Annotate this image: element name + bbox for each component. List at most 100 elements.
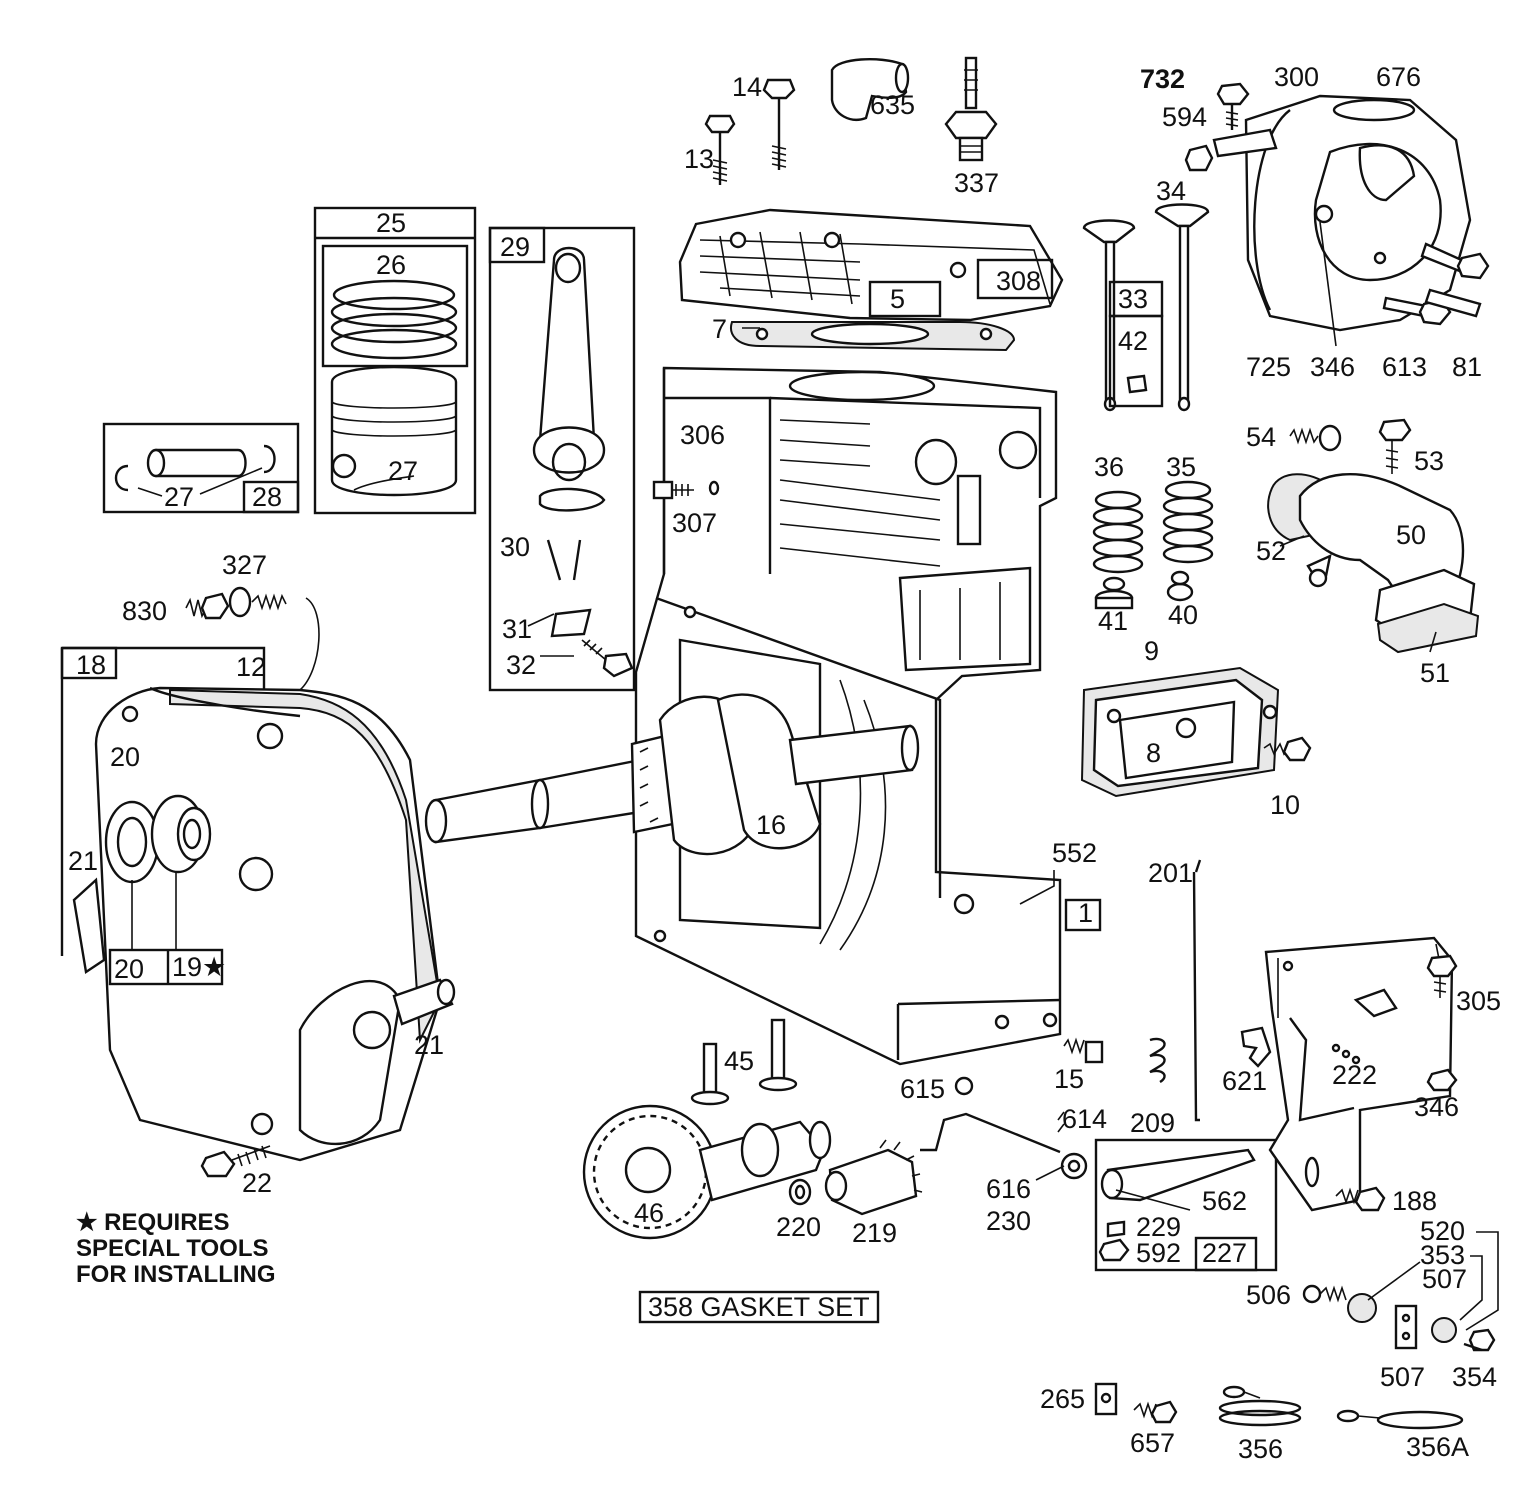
part-label-19: 19★	[172, 952, 226, 982]
part-label-52: 52	[1256, 536, 1286, 566]
part-label-356: 356	[1238, 1434, 1283, 1464]
part-label-18: 18	[76, 650, 106, 680]
part-label-8: 8	[1146, 738, 1161, 768]
ground-wire-356A	[1336, 1409, 1464, 1430]
part-label-30: 30	[500, 532, 530, 562]
part-label-31: 31	[502, 614, 532, 644]
part-label-21-left: 21	[68, 846, 98, 876]
governor-crank-616	[920, 1076, 1065, 1154]
spark-plug-337	[944, 56, 998, 162]
part-label-520: 520	[1420, 1216, 1465, 1246]
blower-bracket-594-732	[1184, 82, 1278, 172]
governor-gear-219	[824, 1139, 923, 1216]
part-label-7: 7	[712, 314, 727, 344]
part-label-327: 327	[222, 550, 267, 580]
part-label-222: 222	[1332, 1060, 1377, 1090]
spring-retainer-40	[1166, 570, 1194, 602]
tappets-45	[690, 1018, 798, 1106]
breather-cover-8	[1092, 678, 1278, 788]
part-label-219: 219	[852, 1218, 897, 1248]
oil-seal-20	[104, 800, 160, 884]
special-tools-note: ★ REQUIRES SPECIAL TOOLS FOR INSTALLING	[76, 1209, 276, 1288]
part-label-42: 42	[1118, 326, 1148, 356]
nut-354	[1431, 1317, 1496, 1352]
part-label-32: 32	[506, 650, 536, 680]
bracket-screw-305	[1426, 954, 1458, 998]
part-label-615: 615	[900, 1074, 945, 1104]
part-label-22: 22	[242, 1168, 272, 1198]
blower-studs-613-81	[1382, 242, 1490, 326]
part-label-621: 621	[1222, 1066, 1267, 1096]
part-label-306: 306	[680, 420, 725, 450]
part-label-337: 337	[954, 168, 999, 198]
part-label-346-top: 346	[1310, 352, 1355, 382]
note-requires: ★ REQUIRES	[76, 1209, 230, 1236]
part-label-676: 676	[1376, 62, 1421, 92]
part-label-10: 10	[1270, 790, 1300, 820]
part-label-353: 353	[1420, 1240, 1465, 1270]
governor-link-201	[1192, 859, 1202, 1122]
gasket-set-label: 358 GASKET SET	[648, 1292, 870, 1322]
piston-rings-26	[330, 279, 458, 360]
valve-box-33-42	[1108, 280, 1164, 408]
part-label-830: 830	[122, 596, 167, 626]
breather-fitting-307	[652, 480, 720, 500]
screw-506	[1302, 1284, 1377, 1323]
part-label-300: 300	[1274, 62, 1319, 92]
part-label-16: 16	[756, 810, 786, 840]
part-label-209: 209	[1130, 1108, 1175, 1138]
part-label-25: 25	[376, 208, 406, 238]
part-label-34: 34	[1156, 176, 1186, 206]
part-label-45: 45	[724, 1046, 754, 1076]
part-label-201: 201	[1148, 858, 1193, 888]
part-label-305: 305	[1456, 986, 1501, 1016]
part-label-51: 51	[1420, 658, 1450, 688]
washer-230	[1060, 1152, 1088, 1180]
part-label-29: 29	[500, 232, 530, 262]
ground-wire-356	[1218, 1385, 1302, 1427]
breather-screw-10	[1263, 736, 1312, 762]
part-label-35: 35	[1166, 452, 1196, 482]
clip-507	[1394, 1304, 1418, 1350]
cylinder-head-5	[678, 208, 1064, 322]
crankshaft-16	[424, 693, 920, 856]
gear-cover-box-18	[60, 646, 266, 956]
part-labels: 732 300 676 594 34 14 635 13 337 25 26 2…	[68, 62, 1501, 1464]
clip-265	[1094, 1382, 1118, 1416]
camshaft-gear-46	[582, 1104, 832, 1240]
bracket-screw-346	[1426, 1068, 1458, 1092]
part-label-354: 354	[1452, 1362, 1497, 1392]
part-label-54: 54	[1246, 422, 1276, 452]
gear-cover-18	[94, 686, 456, 1162]
part-label-36: 36	[1094, 452, 1124, 482]
exhaust-valve-34	[1154, 203, 1210, 412]
part-label-15: 15	[1054, 1064, 1084, 1094]
screw-657	[1133, 1400, 1178, 1424]
valve-spring-35	[1162, 480, 1214, 564]
part-label-50: 50	[1396, 520, 1426, 550]
part-label-552: 552	[1052, 838, 1097, 868]
clip-621	[1240, 1026, 1272, 1068]
spark-plug-boot-635	[830, 58, 910, 121]
part-label-725: 725	[1246, 352, 1291, 382]
part-label-507-top: 507	[1422, 1264, 1467, 1294]
part-label-307: 307	[672, 508, 717, 538]
label-box-20-19	[108, 872, 224, 986]
elbow-screw-54	[1289, 424, 1342, 452]
part-label-188: 188	[1392, 1186, 1437, 1216]
part-label-613: 613	[1382, 352, 1427, 382]
bracket-lines-520-353	[1367, 1231, 1499, 1331]
part-label-14: 14	[732, 72, 762, 102]
part-label-592: 592	[1136, 1238, 1181, 1268]
drain-plug-15	[1063, 1037, 1104, 1064]
intake-elbow-50	[1267, 473, 1480, 654]
part-label-41: 41	[1098, 606, 1128, 636]
part-label-506: 506	[1246, 1280, 1291, 1310]
dipstick-tube-21	[72, 877, 106, 975]
spring-retainer-41	[1094, 576, 1134, 610]
part-label-20-bottom: 20	[114, 954, 144, 984]
part-label-356A: 356A	[1406, 1432, 1469, 1462]
part-label-21-right: 21	[414, 1030, 444, 1060]
rod-bolt-32	[581, 639, 634, 678]
